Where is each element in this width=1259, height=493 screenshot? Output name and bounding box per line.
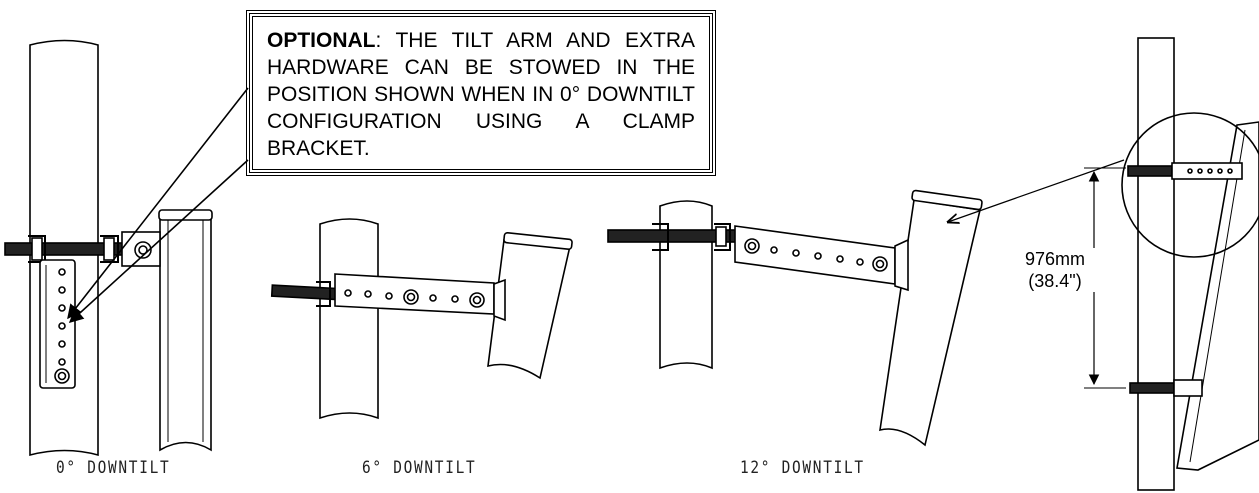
dimension-label: 976mm (38.4") — [1000, 248, 1110, 292]
antenna-0 — [159, 214, 212, 452]
assembly-6-degree — [270, 218, 573, 420]
leader-to-stowed-arm-2 — [68, 159, 249, 323]
antenna-12 — [879, 199, 981, 447]
leader-to-detail — [948, 159, 1125, 222]
note-text: : THE TILT ARM AND EXTRA HARDWARE CAN BE… — [267, 29, 695, 160]
pole-6 — [319, 218, 379, 420]
antenna-6 — [487, 239, 571, 380]
antenna-cap-6 — [503, 231, 573, 251]
optional-note: OPTIONAL: THE TILT ARM AND EXTRA HARDWAR… — [246, 10, 716, 176]
detail-circle — [1121, 112, 1259, 258]
stowed-tilt-arm — [39, 259, 76, 389]
antenna-cap-0 — [158, 209, 213, 221]
leader-lines — [67, 87, 1125, 323]
leader-to-stowed-arm-1 — [67, 87, 249, 320]
caption-0-degree: 0° DOWNTILT — [56, 458, 171, 478]
caption-12-degree: 12° DOWNTILT — [740, 458, 865, 478]
antenna-cap-12 — [911, 189, 983, 211]
caption-6-degree: 6° DOWNTILT — [362, 458, 477, 478]
note-title: OPTIONAL — [267, 29, 376, 52]
assembly-12-degree — [607, 189, 983, 447]
dimension-imperial: (38.4") — [1028, 271, 1082, 291]
side-view — [1084, 37, 1259, 491]
dimension-metric: 976mm — [1024, 249, 1086, 269]
pole-side — [1137, 37, 1175, 491]
assembly-0-degree — [4, 39, 213, 457]
